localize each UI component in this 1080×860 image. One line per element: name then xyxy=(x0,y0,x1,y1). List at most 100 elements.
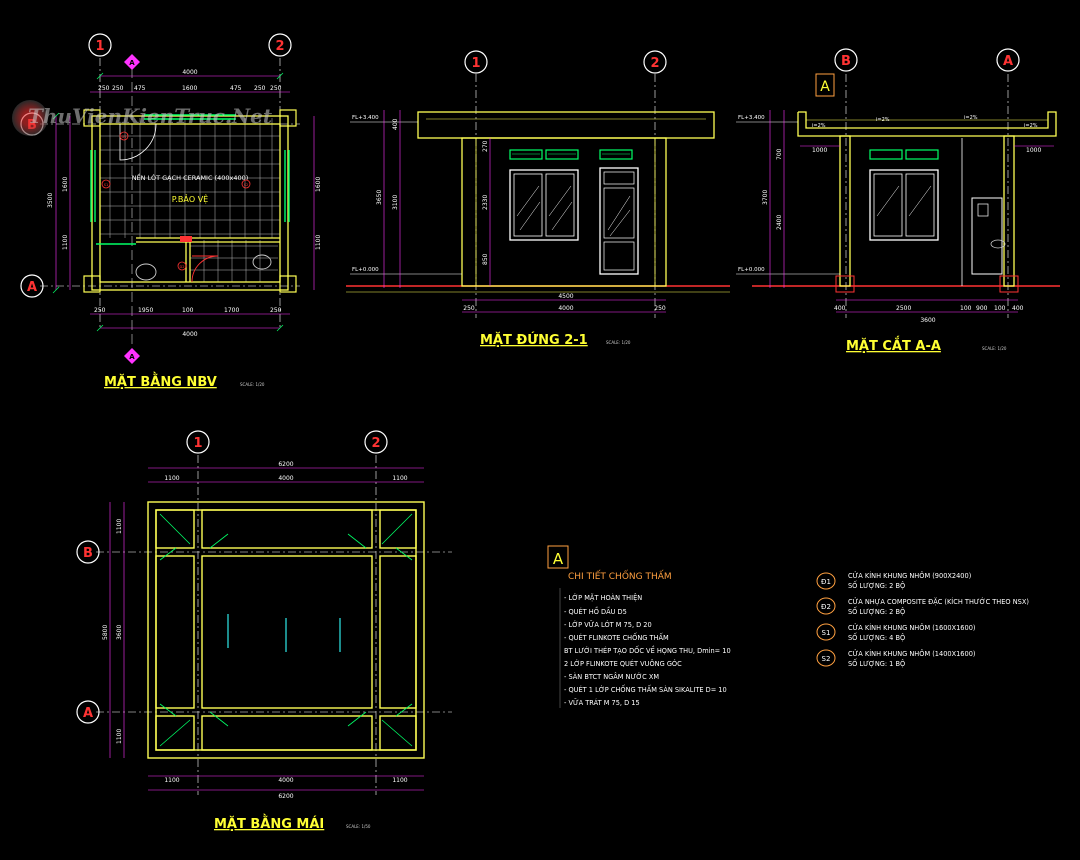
detail-tag: A xyxy=(553,550,564,568)
detail-item-7: - SÀN BTCT NGÂM NƯỚC XM xyxy=(564,672,659,681)
sect-dim-b5: 100 xyxy=(994,305,1006,312)
plan-dim-bottom-total: 4000 xyxy=(182,331,197,338)
plan-tag-s2: S2 xyxy=(244,183,249,187)
sect-dim-bottom-total: 3600 xyxy=(920,317,935,324)
legend-code-4: S2 xyxy=(822,655,831,663)
roof-axis-1: 1 xyxy=(193,436,202,451)
roof-dim-bottom-total: 6200 xyxy=(278,793,293,800)
sect-axis-a: A xyxy=(1003,54,1013,69)
plan-dim-top-6: 250 xyxy=(254,85,266,92)
plan-dim-left-1: 1600 xyxy=(62,177,69,192)
roof-title: MẶT BẰNG MÁI xyxy=(214,815,324,832)
detail-title: CHI TIẾT CHỐNG THẤM xyxy=(568,569,672,582)
detail-item-3: - LỚP VỮA LÓT M 75, D 20 xyxy=(564,620,652,629)
detail-item-8: - QUÉT 1 LỚP CHỐNG THẤM SÀN SIKALITE D= … xyxy=(564,684,727,694)
sect-slope-2: i=2% xyxy=(876,117,890,123)
plan-dim-top-4: 1600 xyxy=(182,85,197,92)
elevation-2-1: FL+3.400 FL+0.000 3650 3100 400 270 2330… xyxy=(346,50,730,348)
sect-detail-tag: A xyxy=(820,79,830,95)
plan-title: MẶT BẰNG NBV xyxy=(104,373,217,390)
floor-plan: 4000 250 250 475 1600 475 250 250 250 19… xyxy=(20,33,322,390)
plan-axis-2: 2 xyxy=(275,39,284,54)
plan-tag-d1: D1 xyxy=(121,135,126,139)
legend-qty-1: SỐ LƯỢNG: 2 BỘ xyxy=(848,580,905,590)
roof-scale: SCALE: 1/50 xyxy=(346,824,371,829)
door-window-legend: Đ1 Đ2 S1 S2 CỬA KÍNH KHUNG NHÔM (900X240… xyxy=(816,571,1029,668)
sect-title: MẶT CẮT A-A xyxy=(846,337,941,354)
elev-dim-inner-3: 850 xyxy=(482,253,489,265)
sect-slope-4: i=2% xyxy=(1024,123,1038,129)
plan-tag-d2: D2 xyxy=(179,265,184,269)
detail-item-9: - VỮA TRÁT M 75, D 15 xyxy=(564,698,640,707)
plan-dim-bottom-4: 1700 xyxy=(224,307,239,314)
legend-qty-2: SỐ LƯỢNG: 2 BỘ xyxy=(848,606,905,616)
elev-dim-left-1: 3100 xyxy=(392,195,399,210)
watermark-text: ThuVienKienTruc.Net xyxy=(28,104,273,128)
plan-section-marker-bottom: A xyxy=(129,353,135,361)
plan-dim-right-1: 1600 xyxy=(315,177,322,192)
sect-scale: SCALE: 1/20 xyxy=(982,346,1007,351)
watermark-logo-icon xyxy=(12,100,48,136)
roof-dim-top-2: 4000 xyxy=(278,475,293,482)
plan-dim-bottom-2: 1950 xyxy=(138,307,153,314)
elev-dim-bottom-2: 4000 xyxy=(558,305,573,312)
sect-dim-left-2: 700 xyxy=(776,148,783,160)
elev-dim-inner-1: 270 xyxy=(482,140,489,152)
roof-dim-left-3: 1100 xyxy=(116,729,123,744)
elev-dim-bottom-3: 250 xyxy=(654,305,666,312)
legend-code-3: S1 xyxy=(822,629,831,637)
plan-dim-left-2: 1100 xyxy=(62,235,69,250)
legend-name-3: CỬA KÍNH KHUNG NHÔM (1600X1600) xyxy=(848,623,975,632)
legend-qty-4: SỐ LƯỢNG: 1 BỘ xyxy=(848,658,905,668)
sect-dim-b4: 900 xyxy=(976,305,988,312)
plan-floor-note: NỀN LÓT GẠCH CERAMIC (400x400) xyxy=(132,172,249,182)
sect-dim-b3: 100 xyxy=(960,305,972,312)
detail-item-6: 2 LỚP FLINKOTE QUÉT VUÔNG GÓC xyxy=(564,659,682,668)
roof-axis-2: 2 xyxy=(371,436,380,451)
legend-name-1: CỬA KÍNH KHUNG NHÔM (900X2400) xyxy=(848,571,971,580)
roof-dim-top-total: 6200 xyxy=(278,461,293,468)
elev-dim-bottom-total: 4500 xyxy=(558,293,573,300)
sect-fl-top: FL+3.400 xyxy=(738,115,765,121)
plan-axis-a: A xyxy=(27,280,37,295)
roof-dim-left-1: 1100 xyxy=(116,519,123,534)
plan-dim-top-total: 4000 xyxy=(182,69,197,76)
sect-dim-top-right: 1000 xyxy=(1026,147,1041,154)
plan-dim-top-1: 250 xyxy=(98,85,110,92)
roof-plan: 6200 1100 4000 1100 1100 4000 1100 6200 … xyxy=(76,430,452,832)
elev-axis-2: 2 xyxy=(650,56,659,71)
plan-dim-bottom-3: 100 xyxy=(182,307,194,314)
sect-dim-b1: 400 xyxy=(834,305,846,312)
elev-scale: SCALE: 1/20 xyxy=(606,340,631,345)
roof-dim-bottom-1: 1100 xyxy=(164,777,179,784)
sect-fl-zero: FL+0.000 xyxy=(738,267,765,273)
plan-dim-bottom-1: 250 xyxy=(94,307,106,314)
sect-dim-b2: 2500 xyxy=(896,305,911,312)
roof-dim-top-1: 1100 xyxy=(164,475,179,482)
legend-code-1: Đ1 xyxy=(821,578,831,586)
sect-slope-1: i=2% xyxy=(812,123,826,129)
legend-name-4: CỬA KÍNH KHUNG NHÔM (1400X1600) xyxy=(848,649,975,658)
plan-tag-s1: S1 xyxy=(104,183,109,187)
detail-item-2: - QUÉT HỒ DẦU D5 xyxy=(564,606,627,616)
elev-dim-inner-2: 2330 xyxy=(482,195,489,210)
plan-section-marker-top: A xyxy=(129,59,135,67)
roof-dim-left-2: 3600 xyxy=(116,625,123,640)
roof-axis-a: A xyxy=(83,706,93,721)
plan-dim-left-total: 3500 xyxy=(47,193,54,208)
waterproof-detail-notes: A CHI TIẾT CHỐNG THẤM - LỚP MẶT HOÀN THI… xyxy=(547,545,731,708)
sect-dim-top-left: 1000 xyxy=(812,147,827,154)
plan-dim-right-2: 1100 xyxy=(315,235,322,250)
elev-fl-zero: FL+0.000 xyxy=(352,267,379,273)
sect-dim-b6: 400 xyxy=(1012,305,1024,312)
sect-dim-left-1: 2400 xyxy=(776,215,783,230)
elev-fl-top: FL+3.400 xyxy=(352,115,379,121)
detail-item-1: - LỚP MẶT HOÀN THIỆN xyxy=(564,593,642,602)
detail-item-5: BT LƯỚI THÉP TẠO DỐC VỀ HỌNG THU, Dmin= … xyxy=(564,645,731,655)
detail-item-4: - QUÉT FLINKOTE CHỐNG THẤM xyxy=(564,632,669,642)
elev-title: MẶT ĐỨNG 2-1 xyxy=(480,332,588,348)
roof-dim-bottom-3: 1100 xyxy=(392,777,407,784)
plan-scale: SCALE: 1/20 xyxy=(240,382,265,387)
plan-axis-1: 1 xyxy=(95,39,104,54)
